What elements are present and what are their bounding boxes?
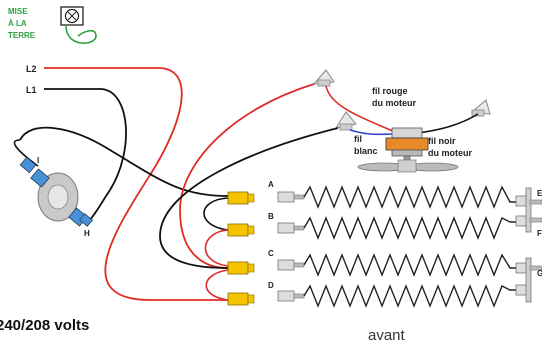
thermostat [13, 139, 93, 227]
motor-red-wire-label-1: fil rouge [372, 86, 408, 96]
heating-coil-b [303, 216, 516, 240]
element-label-e: E [537, 189, 542, 198]
voltage-label: 240/208 volts [0, 317, 89, 334]
jumper-c-d-red [205, 269, 229, 301]
ground-label-line2: À LA [8, 19, 27, 28]
connector-d [227, 292, 255, 306]
line-l2-label: L2 [26, 64, 37, 74]
terminal-right-g [515, 257, 542, 303]
connector-b [227, 223, 255, 237]
motor-white-wire-label-2: blanc [354, 146, 378, 156]
wire-nut-middle [334, 111, 357, 131]
motor-black-wire-label-2: du moteur [428, 148, 472, 158]
jumper-b-c-red [204, 229, 229, 267]
ground-label-line1: MISE [8, 7, 28, 16]
front-label: avant [368, 327, 406, 344]
wire-l1-black [44, 88, 127, 223]
terminal-d-left [277, 290, 305, 302]
heating-coil-d [303, 284, 516, 308]
wire-nut-left [312, 69, 335, 87]
element-label-b: B [268, 212, 274, 221]
thermostat-terminal-i: I [37, 156, 39, 165]
motor-black-wire [417, 113, 479, 134]
terminal-right-ef [515, 187, 542, 233]
jumper-a-b-black [203, 197, 229, 231]
element-label-a: A [268, 180, 274, 189]
terminal-c-left [277, 259, 305, 271]
ground-symbol [60, 6, 84, 26]
connector-c [227, 261, 255, 275]
ground-label-line3: TERRE [8, 31, 36, 40]
motor-red-wire-label-2: du moteur [372, 98, 416, 108]
element-label-d: D [268, 281, 274, 290]
heating-coil-a [303, 185, 516, 209]
element-label-c: C [268, 249, 274, 258]
motor-red-wire [325, 85, 396, 133]
motor-black-wire-label-1: fil noir [428, 136, 456, 146]
heating-coil-c [303, 253, 516, 277]
wire-nut-right [470, 99, 491, 117]
terminal-a-left [277, 191, 305, 203]
wire-motor-black-to-connector [159, 127, 339, 269]
connector-a [227, 191, 255, 205]
wire-thermostat-i-black [19, 126, 229, 197]
element-label-g: G [537, 269, 542, 278]
ground-wire [65, 25, 97, 44]
motor-white-wire [349, 129, 396, 136]
wire-motor-red-to-connector [179, 83, 315, 269]
thermostat-terminal-h: H [84, 229, 90, 238]
element-label-f: F [537, 229, 542, 238]
motor-white-wire-label-1: fil [354, 134, 362, 144]
terminal-b-left [277, 222, 305, 234]
line-l1-label: L1 [26, 85, 37, 95]
wire-l2-red [44, 67, 228, 301]
fan-motor [357, 127, 459, 173]
